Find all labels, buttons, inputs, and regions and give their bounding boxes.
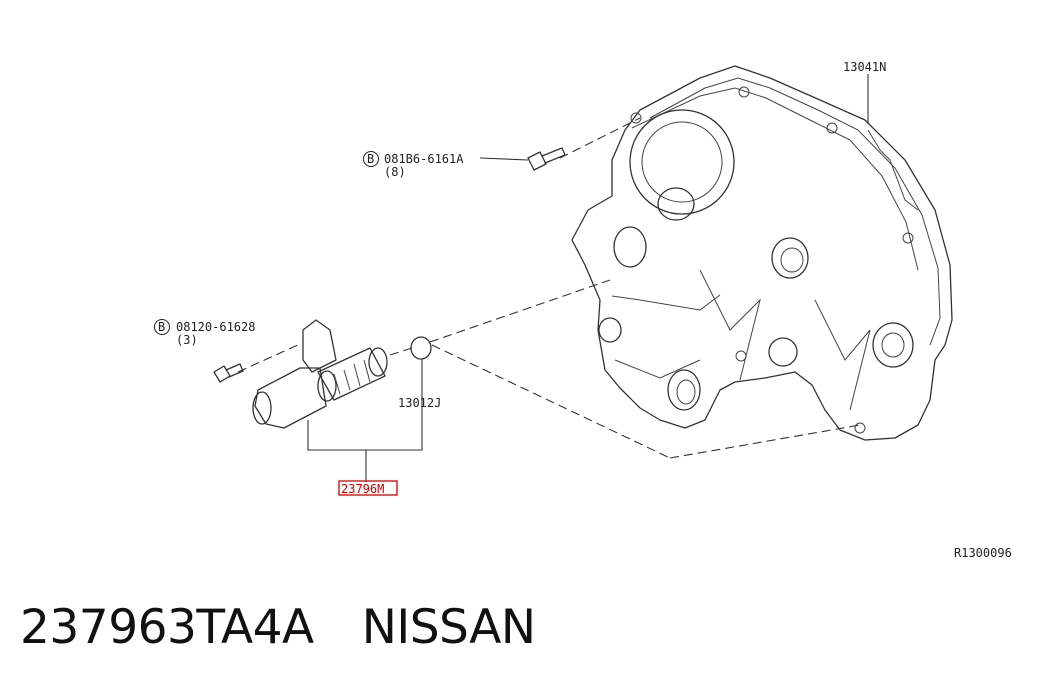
- reference-number: R1300096: [954, 546, 1012, 560]
- bolt-upper-marker: B: [367, 152, 374, 166]
- part-number-text: 237963TA4A: [20, 600, 314, 655]
- part-caption: 237963TA4A NISSAN: [20, 596, 536, 666]
- valve-part-label[interactable]: 23796M: [341, 482, 384, 496]
- bolt-lower-qty: (3): [176, 333, 198, 347]
- valve-part-highlight-box: [338, 480, 398, 496]
- brand-text: NISSAN: [361, 600, 536, 655]
- o-ring-part-label: 13012J: [398, 396, 441, 410]
- bolt-lower-code: 08120-61628: [176, 320, 255, 334]
- bolt-upper-marker-circle: [363, 151, 379, 167]
- upper-bolt-illustration: [527, 147, 566, 171]
- solenoid-valve-illustration: [252, 319, 388, 429]
- bolt-upper-qty: (8): [384, 165, 406, 179]
- leader-lines: [307, 74, 869, 482]
- bolt-lower-marker-circle: [154, 319, 170, 335]
- lower-bolt-illustration: [213, 363, 244, 383]
- o-ring-illustration: [410, 336, 432, 360]
- bolt-lower-marker: B: [158, 320, 165, 334]
- timing-cover-illustration: [571, 65, 953, 441]
- bolt-upper-code: 081B6-6161A: [384, 152, 464, 166]
- cover-part-label: 13041N: [843, 60, 886, 74]
- assembly-guide-lines: [237, 117, 861, 459]
